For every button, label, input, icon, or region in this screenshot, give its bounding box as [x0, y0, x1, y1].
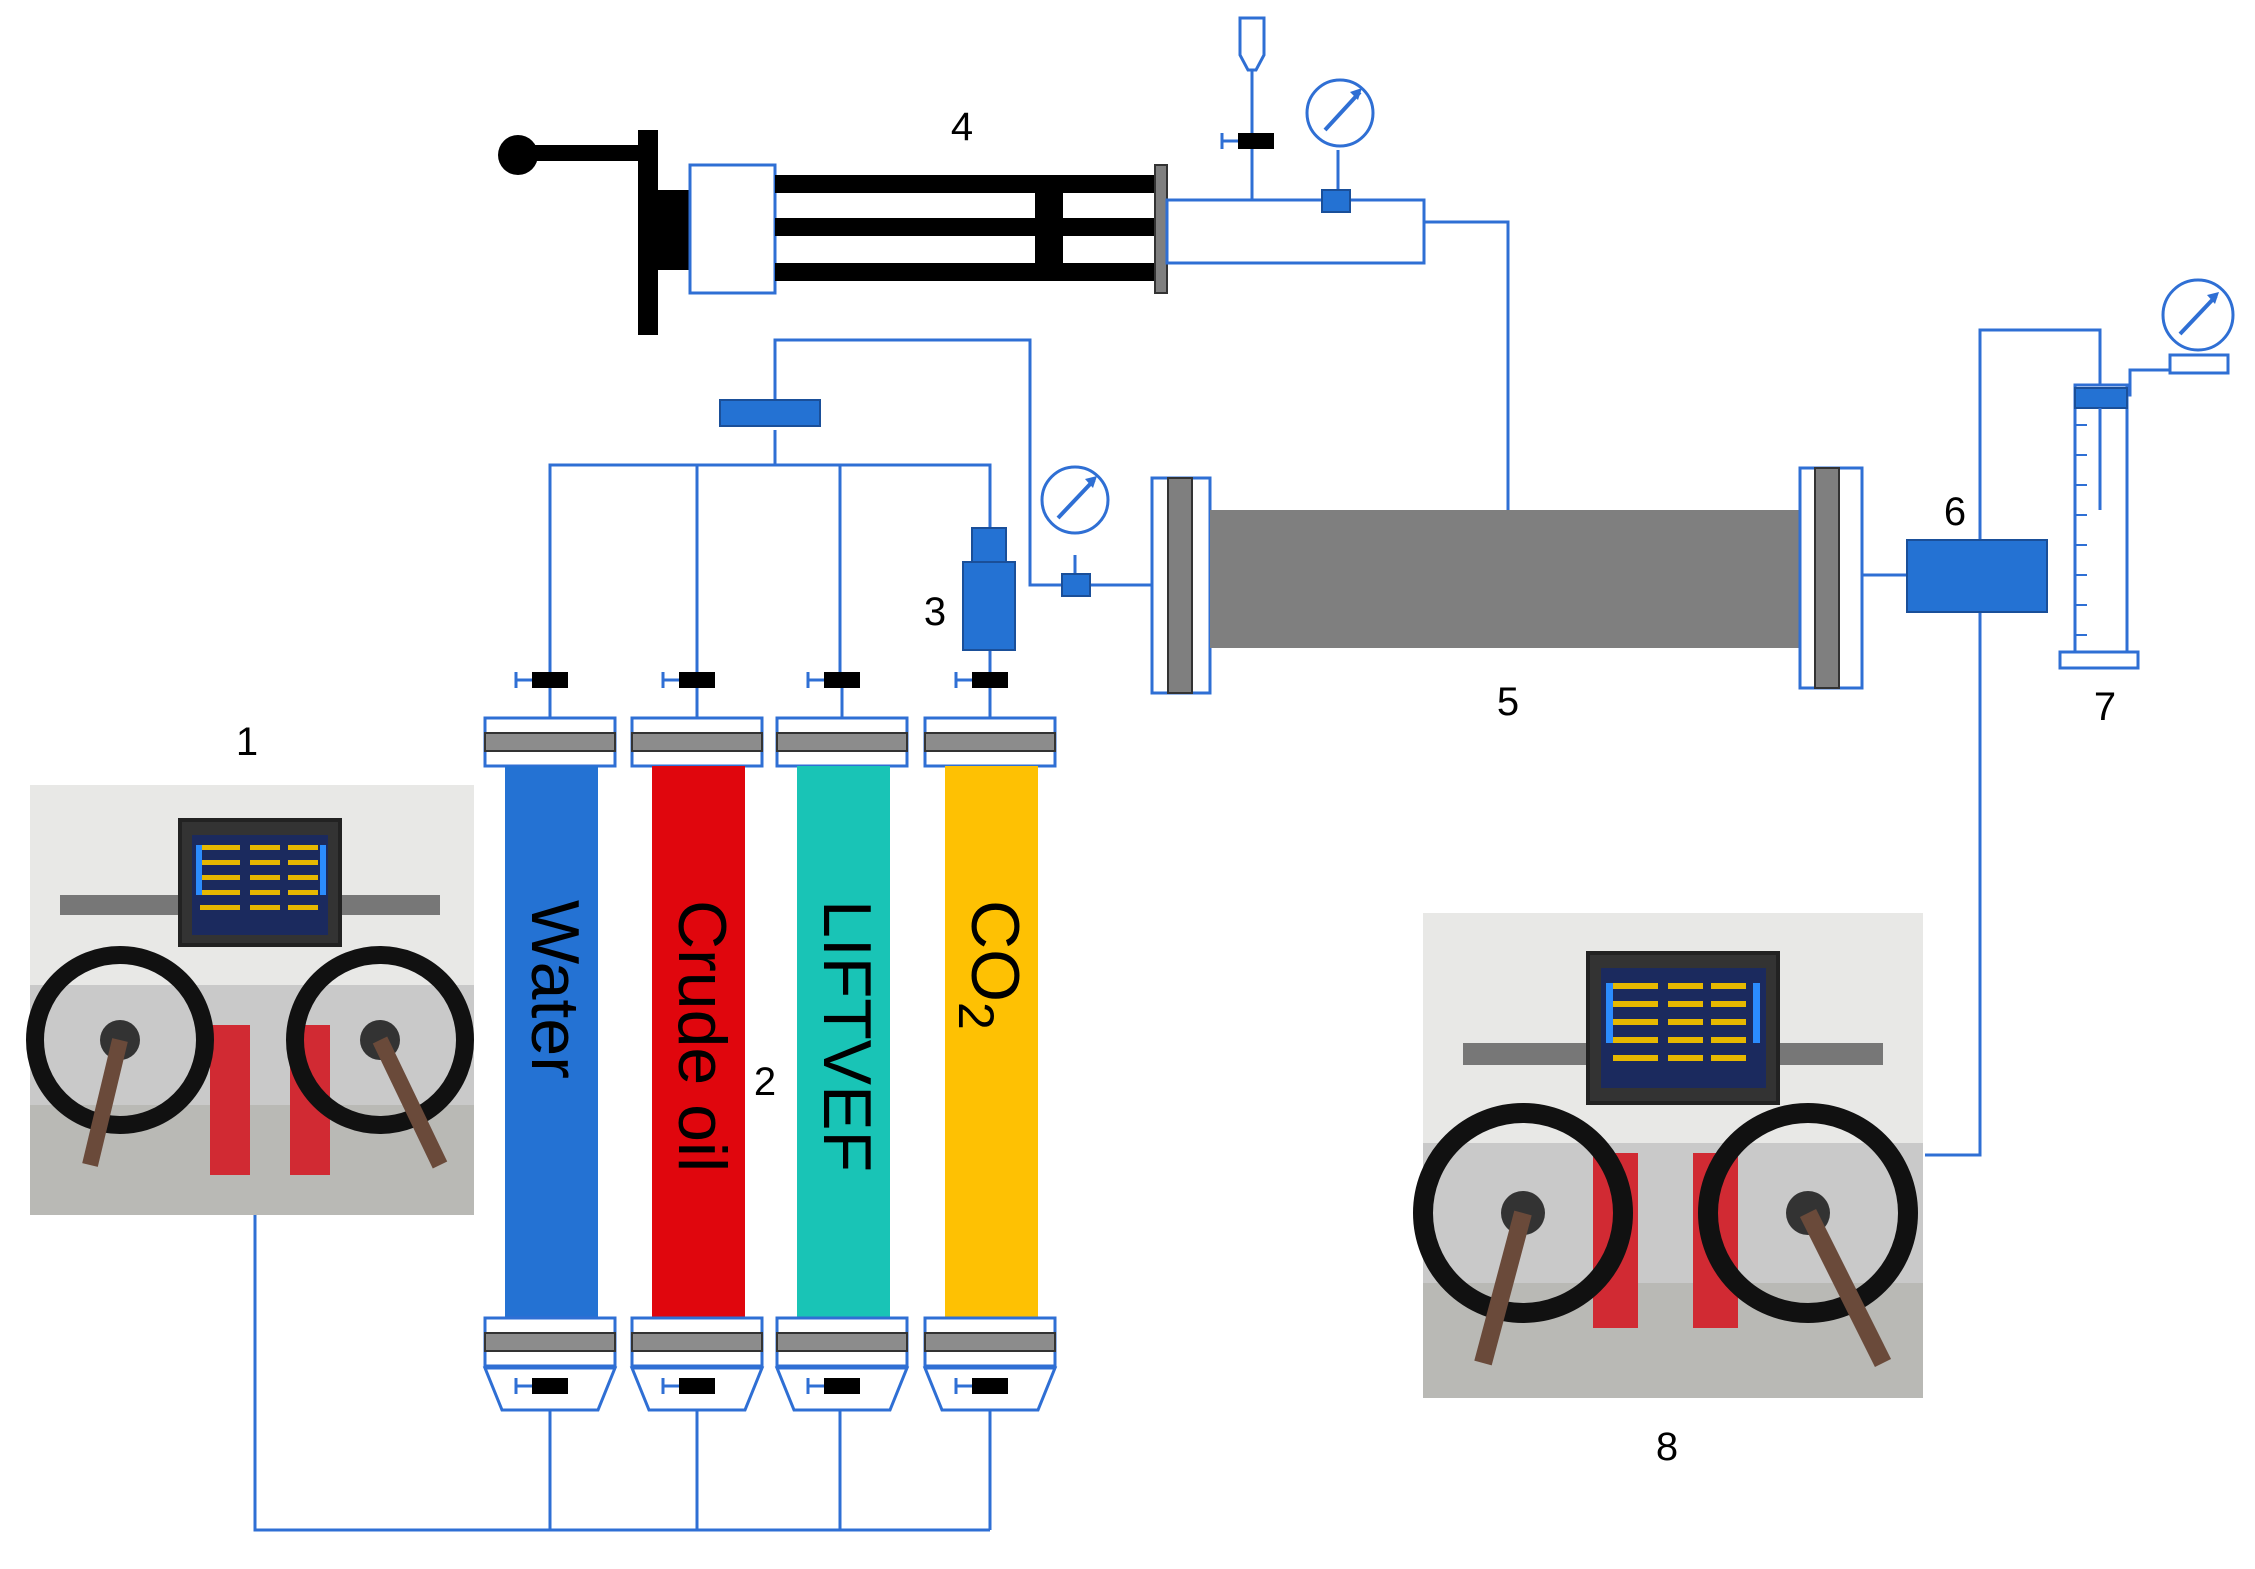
label-3: 3 — [924, 590, 946, 634]
hand-pump-flange — [638, 130, 658, 335]
vessel-body — [505, 766, 598, 1318]
label-1: 1 — [236, 720, 258, 764]
funnel-valve-icon — [1220, 133, 1274, 149]
vessel-top-valve-icon — [514, 672, 568, 688]
inlet-valve-icon — [1061, 573, 1091, 597]
pressure-gauge-icon — [1305, 78, 1375, 148]
vessel-top-valve-icon — [954, 672, 1008, 688]
label-8: 8 — [1656, 1425, 1678, 1469]
barrel-valve-icon — [1321, 189, 1351, 213]
vessel-label: CO2 — [948, 900, 1033, 1030]
core-holder-icon — [1150, 466, 1864, 695]
label-7: 7 — [2094, 685, 2116, 729]
vessel-body — [797, 766, 890, 1318]
label-5: 5 — [1497, 680, 1519, 724]
vessel-1: Crude oil — [629, 672, 765, 1412]
vessel-bottom-valve-icon — [514, 1378, 568, 1394]
funnel-icon — [1238, 16, 1266, 72]
outlet-pressure-gauge-icon — [2161, 278, 2235, 375]
hand-pump-rod-3 — [775, 263, 1155, 281]
label-2: 2 — [754, 1060, 776, 1104]
graduated-cylinder-icon — [2058, 383, 2140, 670]
hand-pump-handle-bar — [518, 145, 638, 161]
vessel-top-valve-icon — [661, 672, 715, 688]
vessel-bottom-valve-icon — [661, 1378, 715, 1394]
vessel-top-valve-icon — [806, 672, 860, 688]
vessel-0: Water — [482, 672, 618, 1412]
pump-photo-icon-2 — [1413, 913, 1923, 1398]
pump-photo-icon — [26, 785, 474, 1215]
hand-pump-barrel — [1165, 198, 1426, 265]
vessel-3: CO2 — [922, 672, 1058, 1412]
hand-pump-cylinder-flange — [1154, 164, 1168, 294]
hand-pump-body — [688, 163, 777, 295]
vessel-bottom-valve-icon — [806, 1378, 860, 1394]
vessel-label: Crude oil — [664, 900, 740, 1172]
vessel-body — [945, 766, 1038, 1318]
vessel-label: Water — [517, 900, 593, 1079]
hand-pump-icon — [498, 16, 1426, 335]
inlet-pressure-gauge-icon — [1040, 465, 1110, 535]
manifold-valve-icon — [719, 399, 821, 427]
vessel-body — [652, 766, 745, 1318]
core-body — [1210, 510, 1800, 648]
vessel-2: LIFTVEF — [774, 672, 910, 1412]
regulator-icon — [962, 527, 1016, 651]
label-4: 4 — [951, 105, 973, 149]
separator-icon — [1906, 539, 2048, 613]
vessel-label: LIFTVEF — [809, 900, 885, 1172]
fluid-vessels: Water Crude oil LIFTVEF CO2 — [482, 672, 1058, 1412]
label-6: 6 — [1944, 490, 1966, 534]
hand-pump-rod-2 — [775, 218, 1155, 236]
hand-pump-rod-1 — [775, 175, 1155, 193]
hand-pump-stem — [658, 190, 690, 270]
vessel-bottom-valve-icon — [954, 1378, 1008, 1394]
number-labels: 1 2 3 4 5 6 7 8 — [236, 105, 2116, 1469]
hand-pump-piston — [1035, 175, 1063, 281]
